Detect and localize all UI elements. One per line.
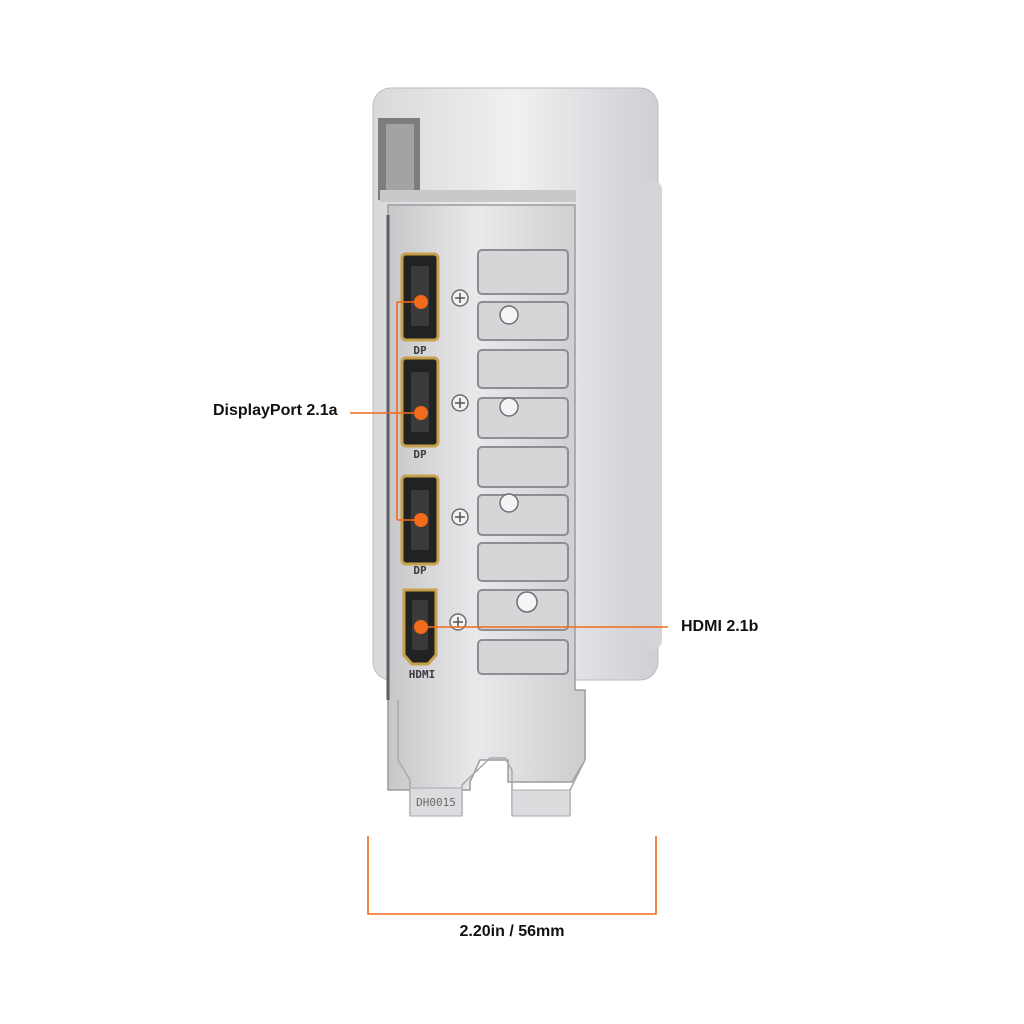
width-dimension-line — [367, 836, 657, 915]
port-label-dp-2: DP — [413, 448, 427, 461]
port-label-hdmi: HDMI — [409, 668, 436, 681]
callout-dots — [414, 295, 428, 634]
displayport-label: DisplayPort 2.1a — [213, 402, 338, 419]
bracket-top-tab — [378, 118, 576, 202]
width-dimension-label: 2.20in / 56mm — [459, 923, 565, 940]
heatsink-fins — [499, 305, 538, 613]
hdmi-label: HDMI 2.1b — [681, 618, 759, 635]
bracket-stamp: DH0015 — [416, 796, 456, 809]
displayport-port-2 — [400, 356, 440, 448]
port-label-dp-3: DP — [413, 564, 427, 577]
port-label-dp-1: DP — [413, 344, 427, 357]
